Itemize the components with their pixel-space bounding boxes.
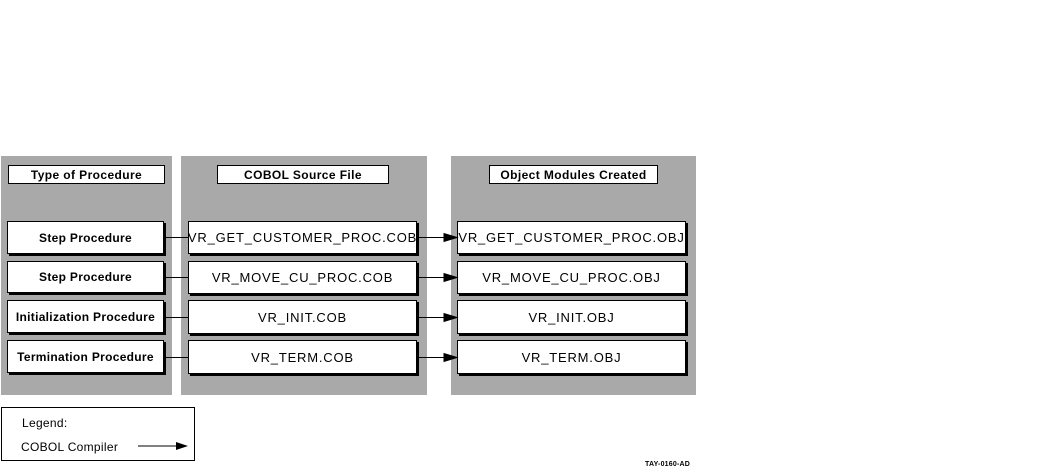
legend-arrow-icon bbox=[138, 442, 188, 450]
object-modules-header: Object Modules Created bbox=[489, 165, 658, 184]
connector-line bbox=[166, 317, 188, 318]
procedure-type-header: Type of Procedure bbox=[8, 165, 165, 184]
connector-line bbox=[166, 237, 188, 238]
arrowhead-icon bbox=[443, 352, 459, 363]
object-module-box-1: VR_GET_CUSTOMER_PROC.OBJ bbox=[457, 221, 686, 254]
procedure-box-initialization: Initialization Procedure bbox=[7, 300, 164, 333]
source-file-header: COBOL Source File bbox=[217, 165, 389, 184]
source-file-box-3: VR_INIT.COB bbox=[188, 300, 417, 334]
procedure-box-termination: Termination Procedure bbox=[7, 340, 164, 373]
legend-box: Legend: COBOL Compiler bbox=[1, 407, 195, 461]
connector-line bbox=[166, 277, 188, 278]
legend-item-label: COBOL Compiler bbox=[21, 440, 119, 454]
arrowhead-icon bbox=[443, 272, 459, 283]
legend-title: Legend: bbox=[22, 416, 68, 430]
object-module-box-3: VR_INIT.OBJ bbox=[457, 300, 686, 334]
arrowhead-icon bbox=[443, 312, 459, 323]
object-module-box-4: VR_TERM.OBJ bbox=[457, 340, 686, 374]
procedure-box-step-2: Step Procedure bbox=[7, 261, 164, 293]
connector-line bbox=[166, 357, 188, 358]
source-file-box-4: VR_TERM.COB bbox=[188, 340, 417, 374]
source-file-box-1: VR_GET_CUSTOMER_PROC.COB bbox=[188, 221, 417, 254]
figure-id: TAY-0160-AD bbox=[645, 461, 690, 468]
arrowhead-icon bbox=[443, 232, 459, 243]
object-module-box-2: VR_MOVE_CU_PROC.OBJ bbox=[457, 261, 686, 294]
procedure-box-step-1: Step Procedure bbox=[7, 221, 164, 254]
source-file-box-2: VR_MOVE_CU_PROC.COB bbox=[188, 261, 417, 294]
